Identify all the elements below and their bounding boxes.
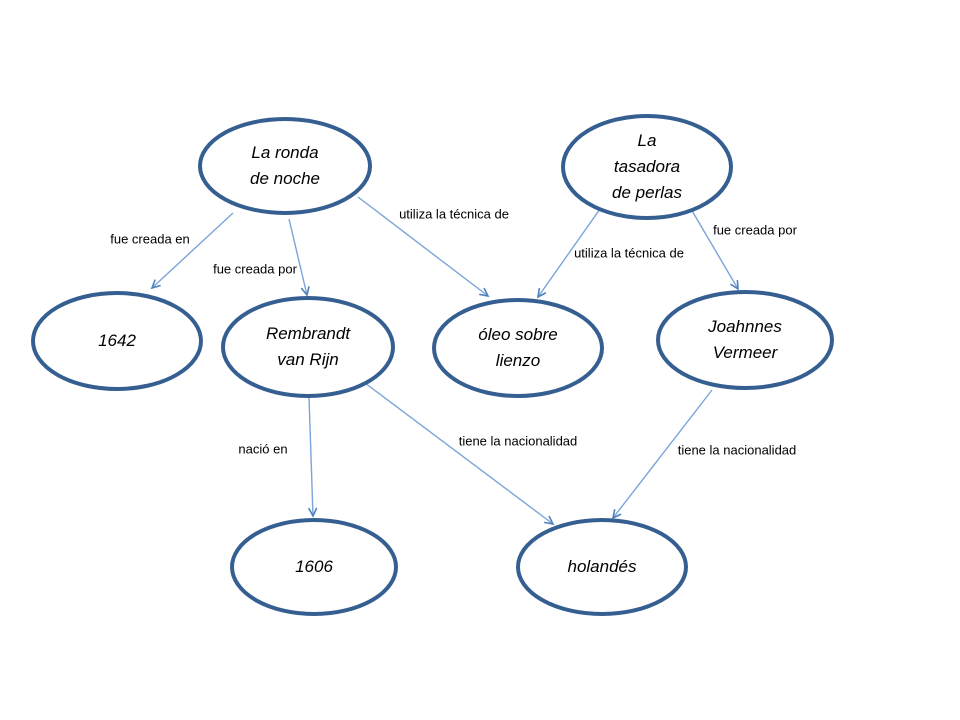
node-ellipse-rembrandt-van-rijn[interactable] [221,296,395,398]
edge-label-utiliza-la-tecnica-de-tasadora: utiliza la técnica de [574,245,684,261]
edge-ronda-to-1642 [150,212,234,290]
node-label-line: La [637,131,657,150]
edge-label-tiene-la-nacionalidad-rembrandt: tiene la nacionalidad [458,433,578,449]
node-ellipse-1606[interactable] [230,518,398,616]
node-label-line: La ronda [251,143,319,162]
node-label-line: van Rijn [277,350,339,369]
edge-label-nacio-en: nació en [238,441,288,457]
edge-vermeer-to-holandes [611,389,713,520]
node-la-tasadora-de-perlas[interactable]: La tasadora de perlas [612,128,682,206]
node-label-line: 1642 [98,331,136,350]
edge-ronda-to-oleo [357,196,490,298]
node-ellipse-holandes[interactable] [516,518,688,616]
edge-label-fue-creada-por-rembrandt: fue creada por [213,261,297,277]
edge-rembrandt-to-1606 [308,396,318,518]
edge-tasadora-to-oleo [536,208,601,299]
node-label-line: óleo sobre [478,325,558,344]
node-ellipse-oleo-sobre-lienzo[interactable] [432,298,604,398]
node-ellipse-joahnnes-vermeer[interactable] [656,290,834,390]
node-label-line: holandés [567,557,637,576]
node-label-line: tasadora [613,157,681,176]
node-ellipse-la-ronda-de-noche[interactable] [198,117,372,215]
node-label-line: 1606 [295,557,333,576]
edge-label-fue-creada-por-vermeer: fue creada por [713,222,797,238]
edge-label-tiene-la-nacionalidad-vermeer: tiene la nacionalidad [677,442,797,458]
node-oleo-sobre-lienzo[interactable]: óleo sobre lienzo [478,322,557,374]
node-la-ronda-de-noche[interactable]: La ronda de noche [250,140,320,192]
edge-tasadora-to-vermeer [690,208,739,291]
node-holandes[interactable]: holandés [567,554,636,580]
node-label-line: Vermeer [712,343,778,362]
node-ellipse-1642[interactable] [31,291,203,391]
node-rembrandt-van-rijn[interactable]: Rembrandt van Rijn [266,321,350,373]
node-joahnnes-vermeer[interactable]: Joahnnes Vermeer [708,314,782,366]
node-ellipse-la-tasadora-de-perlas[interactable] [561,114,733,220]
node-label-line: Joahnnes [708,317,782,336]
edge-label-fue-creada-en: fue creada en [110,231,190,247]
node-label-line: de noche [250,169,320,188]
edge-label-utiliza-la-tecnica-de-ronda: utiliza la técnica de [399,206,509,222]
node-1642[interactable]: 1642 [98,328,136,354]
node-label-line: lienzo [495,351,541,370]
node-1606[interactable]: 1606 [295,554,333,580]
node-label-line: Rembrandt [265,324,351,343]
edge-rembrandt-to-holandes [364,382,555,526]
node-label-line: de perlas [612,183,682,202]
edge-ronda-to-rembrandt [288,218,310,297]
